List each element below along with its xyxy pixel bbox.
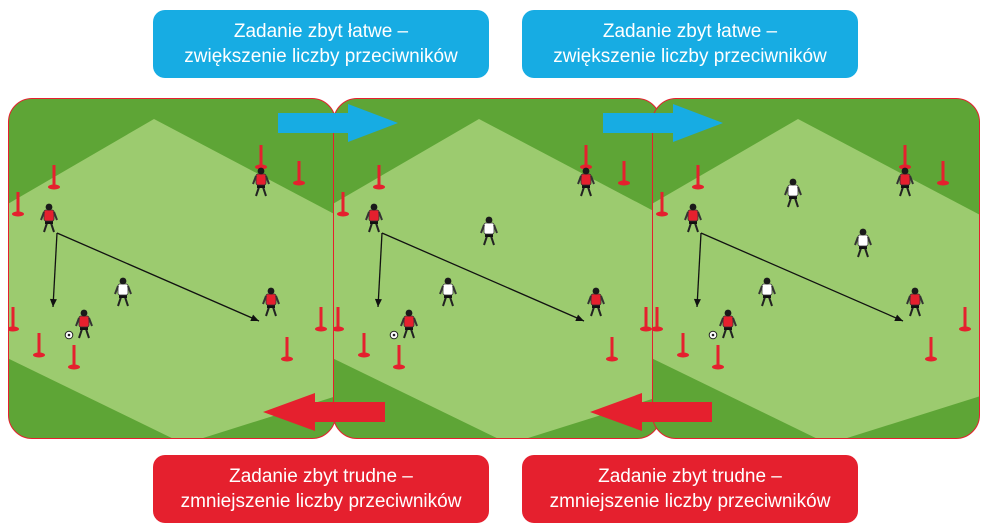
arrow-right-icon bbox=[603, 104, 723, 142]
attacker-player bbox=[684, 203, 702, 233]
label-line: Zadanie zbyt łatwe – bbox=[602, 21, 778, 42]
cone-marker bbox=[337, 192, 349, 217]
cone-marker bbox=[656, 192, 668, 217]
cone-marker bbox=[677, 333, 689, 358]
cone-marker bbox=[937, 161, 949, 186]
label-too-hard-1: Zadanie zbyt trudne – zmniejszenie liczb… bbox=[153, 455, 489, 523]
attacker-player bbox=[906, 287, 924, 317]
attacker-player bbox=[262, 287, 280, 317]
cone-marker bbox=[925, 337, 937, 362]
cone-marker bbox=[373, 165, 385, 190]
label-line: zwiększenie liczby przeciwników bbox=[553, 46, 827, 67]
defender-player bbox=[114, 277, 132, 307]
pitch-panel-3 bbox=[652, 98, 980, 439]
label-line: zwiększenie liczby przeciwników bbox=[184, 46, 458, 67]
cone-marker bbox=[358, 333, 370, 358]
cone-marker bbox=[68, 345, 80, 370]
cone-marker bbox=[255, 145, 267, 170]
cone-marker bbox=[33, 333, 45, 358]
arrow-left-icon bbox=[590, 393, 712, 431]
label-line: zmniejszenie liczby przeciwników bbox=[180, 491, 462, 512]
cone-marker bbox=[293, 161, 305, 186]
pitch-area bbox=[653, 119, 979, 438]
pitch-drawing-2 bbox=[334, 119, 660, 438]
cone-marker bbox=[580, 145, 592, 170]
pass-arrow bbox=[374, 232, 383, 308]
cone-marker bbox=[692, 165, 704, 190]
cone-marker bbox=[393, 345, 405, 370]
pass-arrow bbox=[700, 232, 904, 322]
defender-player bbox=[758, 277, 776, 307]
cone-marker bbox=[606, 337, 618, 362]
pitch-area bbox=[334, 119, 660, 438]
label-line: zmniejszenie liczby przeciwników bbox=[549, 491, 831, 512]
attacker-player bbox=[40, 203, 58, 233]
cone-marker bbox=[281, 337, 293, 362]
cone-marker bbox=[959, 307, 971, 332]
arrow-left-icon bbox=[263, 393, 385, 431]
attacker-player bbox=[75, 309, 93, 339]
pitch-panel-1 bbox=[8, 98, 336, 439]
defender-player bbox=[439, 277, 457, 307]
cone-marker bbox=[899, 145, 911, 170]
pass-arrow bbox=[49, 232, 58, 308]
attacker-player bbox=[896, 167, 914, 197]
ball-icon bbox=[708, 330, 718, 340]
cone-marker bbox=[640, 307, 652, 332]
attacker-player bbox=[577, 167, 595, 197]
pitch-panel-2 bbox=[333, 98, 661, 439]
pass-arrow bbox=[693, 232, 702, 308]
cone-marker bbox=[653, 307, 663, 332]
label-too-easy-1: Zadanie zbyt łatwe – zwiększenie liczby … bbox=[153, 10, 489, 78]
cone-marker bbox=[48, 165, 60, 190]
ball-icon bbox=[389, 330, 399, 340]
arrow-right-icon bbox=[278, 104, 398, 142]
attacker-player bbox=[719, 309, 737, 339]
cone-marker bbox=[712, 345, 724, 370]
label-too-hard-2: Zadanie zbyt trudne – zmniejszenie liczb… bbox=[522, 455, 858, 523]
defender-player bbox=[480, 216, 498, 246]
attacker-player bbox=[252, 167, 270, 197]
attacker-player bbox=[587, 287, 605, 317]
label-line: Zadanie zbyt trudne – bbox=[598, 466, 782, 487]
cone-marker bbox=[618, 161, 630, 186]
pitch-drawing-1 bbox=[9, 119, 335, 438]
defender-player bbox=[854, 228, 872, 258]
attacker-player bbox=[365, 203, 383, 233]
pass-arrow bbox=[381, 232, 585, 322]
cone-marker bbox=[9, 307, 19, 332]
cone-marker bbox=[334, 307, 344, 332]
cone-marker bbox=[12, 192, 24, 217]
ball-icon bbox=[64, 330, 74, 340]
pass-arrow bbox=[56, 232, 260, 322]
cone-marker bbox=[315, 307, 327, 332]
label-too-easy-2: Zadanie zbyt łatwe – zwiększenie liczby … bbox=[522, 10, 858, 78]
pitch-drawing-3 bbox=[653, 119, 979, 438]
defender-player bbox=[784, 178, 802, 208]
label-line: Zadanie zbyt trudne – bbox=[229, 466, 413, 487]
pitch-area bbox=[9, 119, 335, 438]
label-line: Zadanie zbyt łatwe – bbox=[233, 21, 409, 42]
attacker-player bbox=[400, 309, 418, 339]
